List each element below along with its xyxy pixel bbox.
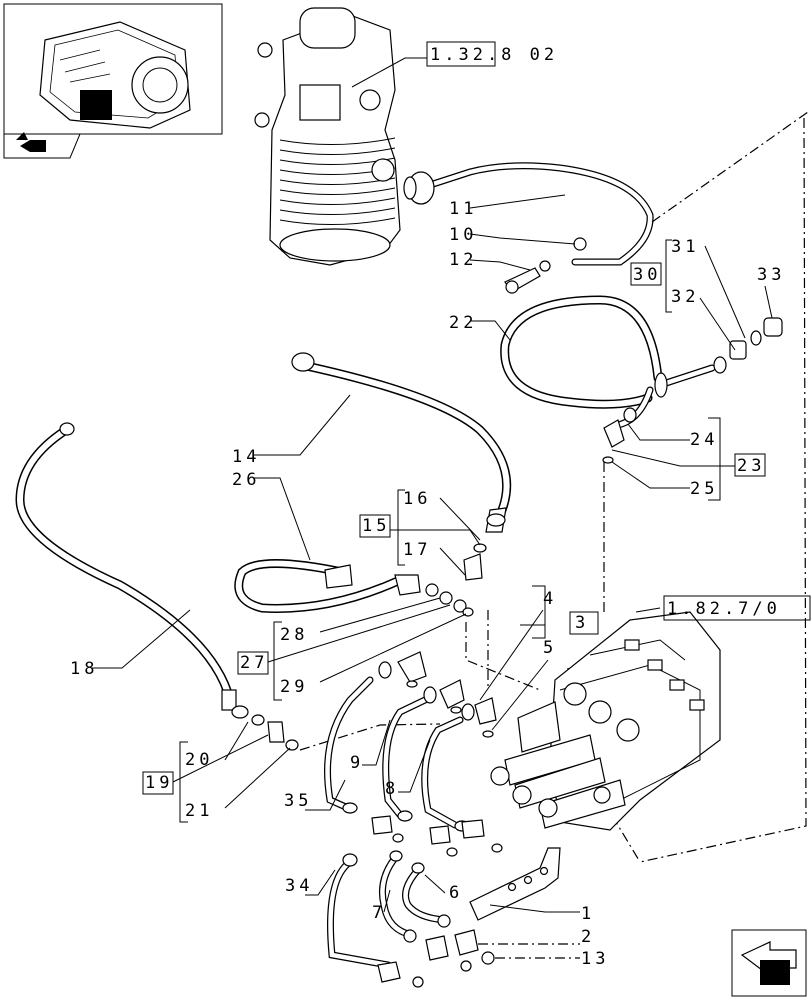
callout-3: 3 (575, 613, 589, 633)
callout-30: 30 (633, 265, 661, 285)
callout-2: 2 (581, 927, 595, 947)
callout-19: 19 (145, 773, 173, 793)
callout-28: 28 (280, 625, 308, 645)
callout-34: 34 (285, 876, 313, 896)
hose-22 (500, 295, 783, 464)
hose-14 (291, 352, 512, 581)
valve-reference-label: 1.82.7/0 (667, 599, 781, 619)
callout-20: 20 (185, 750, 213, 770)
transmission-thumbnail-icon (39, 21, 191, 129)
callout-10: 10 (449, 225, 477, 245)
thumbnail-inset (3, 3, 223, 159)
callout-18: 18 (70, 659, 98, 679)
callout-31: 31 (671, 237, 699, 257)
return-pipe (403, 162, 654, 294)
callout-4: 4 (543, 589, 557, 609)
callout-9: 9 (350, 753, 364, 773)
callout-27: 27 (240, 653, 268, 673)
callout-6: 6 (449, 883, 463, 903)
callout-26: 26 (232, 470, 260, 490)
callout-5: 5 (543, 638, 557, 658)
next-page-arrow-icon[interactable] (731, 929, 807, 997)
callout-33: 33 (757, 265, 785, 285)
callout-1: 1 (581, 904, 595, 924)
callout-23: 23 (737, 456, 765, 476)
valve-pipes (324, 651, 503, 857)
callout-22: 22 (449, 313, 477, 333)
callout-32: 32 (671, 287, 699, 307)
previous-page-arrow-icon[interactable] (16, 132, 46, 152)
callout-24: 24 (690, 430, 718, 450)
callout-16: 16 (403, 489, 431, 509)
mounting-bracket (469, 847, 561, 921)
control-valve (490, 611, 721, 831)
callout-7: 7 (372, 903, 386, 923)
callout-12: 12 (449, 250, 477, 270)
callout-13: 13 (581, 949, 609, 969)
filter-reference-label: 1.32.8 02 (430, 45, 558, 65)
callout-14: 14 (232, 447, 260, 467)
callout-8: 8 (385, 779, 399, 799)
hose-18 (15, 422, 299, 751)
previous-page-tab[interactable] (3, 133, 81, 159)
callout-17: 17 (403, 540, 431, 560)
callout-11: 11 (449, 199, 477, 219)
lower-pipes (327, 850, 495, 988)
hose-26 (234, 559, 474, 617)
filter-assembly (254, 7, 401, 266)
callout-21: 21 (185, 801, 213, 821)
callout-15: 15 (362, 516, 390, 536)
callout-29: 29 (280, 677, 308, 697)
callout-35: 35 (284, 791, 312, 811)
callout-25: 25 (690, 479, 718, 499)
